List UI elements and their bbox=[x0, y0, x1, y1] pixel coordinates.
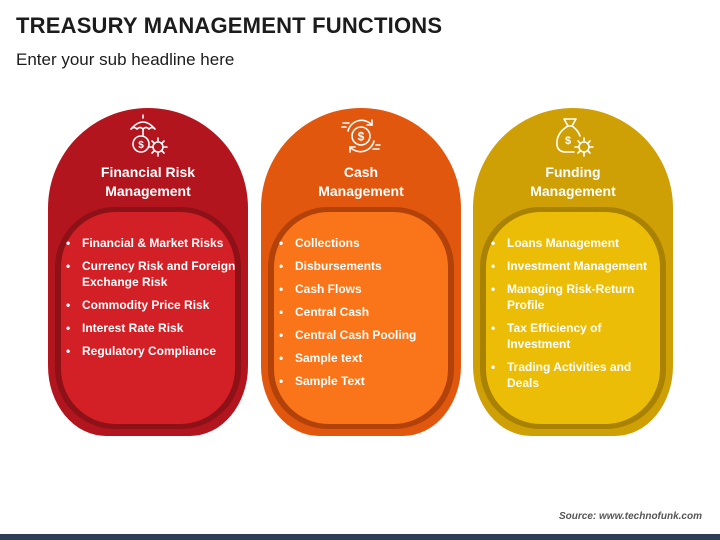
page-title: TREASURY MANAGEMENT FUNCTIONS bbox=[16, 13, 443, 38]
card-title-line1: Cash bbox=[343, 164, 379, 180]
card-list: Financial & Market Risks Currency Risk a… bbox=[66, 235, 240, 366]
svg-text:$: $ bbox=[358, 130, 365, 144]
card-cash-management: $ Cash Management Collections Disburseme… bbox=[261, 108, 461, 436]
list-item: Interest Rate Risk bbox=[66, 320, 240, 336]
card-title: Funding Management bbox=[473, 163, 673, 201]
list-item: Collections bbox=[279, 235, 453, 251]
list-item: Trading Activities and Deals bbox=[491, 359, 665, 391]
svg-text:$: $ bbox=[565, 135, 571, 147]
card-title: Financial Risk Management bbox=[48, 163, 248, 201]
card-title-line2: Management bbox=[318, 183, 404, 199]
card-title: Cash Management bbox=[261, 163, 461, 201]
list-item: Commodity Price Risk bbox=[66, 297, 240, 313]
list-item: Regulatory Compliance bbox=[66, 343, 240, 359]
list-item: Financial & Market Risks bbox=[66, 235, 240, 251]
card-title-line2: Management bbox=[105, 183, 191, 199]
card-list: Loans Management Investment Management M… bbox=[491, 235, 665, 398]
svg-text:$: $ bbox=[138, 140, 144, 151]
list-item: Disbursements bbox=[279, 258, 453, 274]
list-item: Currency Risk and Foreign Exchange Risk bbox=[66, 258, 240, 290]
list-item: Investment Management bbox=[491, 258, 665, 274]
card-title-line1: Funding bbox=[545, 164, 601, 180]
umbrella-money-gear-icon: $ bbox=[130, 114, 168, 157]
list-item: Cash Flows bbox=[279, 281, 453, 297]
list-item: Sample Text bbox=[279, 373, 453, 389]
list-item: Managing Risk-Return Profile bbox=[491, 281, 665, 313]
list-item: Tax Efficiency of Investment bbox=[491, 320, 665, 352]
card-financial-risk: $ Financial Risk Management Financial & … bbox=[48, 108, 248, 436]
card-title-line1: Financial Risk bbox=[100, 164, 196, 180]
page-subtitle: Enter your sub headline here bbox=[16, 50, 235, 69]
card-title-line2: Management bbox=[530, 183, 616, 199]
source-caption: Source: www.technofunk.com bbox=[559, 511, 702, 522]
dollar-cycle-icon: $ bbox=[341, 119, 381, 153]
list-item: Central Cash bbox=[279, 304, 453, 320]
money-bag-gear-icon: $ bbox=[556, 118, 594, 157]
list-item: Sample text bbox=[279, 350, 453, 366]
footer-bar bbox=[0, 534, 720, 540]
list-item: Loans Management bbox=[491, 235, 665, 251]
card-list: Collections Disbursements Cash Flows Cen… bbox=[279, 235, 453, 396]
list-item: Central Cash Pooling bbox=[279, 327, 453, 343]
card-funding-management: $ Funding Management Loans Management In… bbox=[473, 108, 673, 436]
